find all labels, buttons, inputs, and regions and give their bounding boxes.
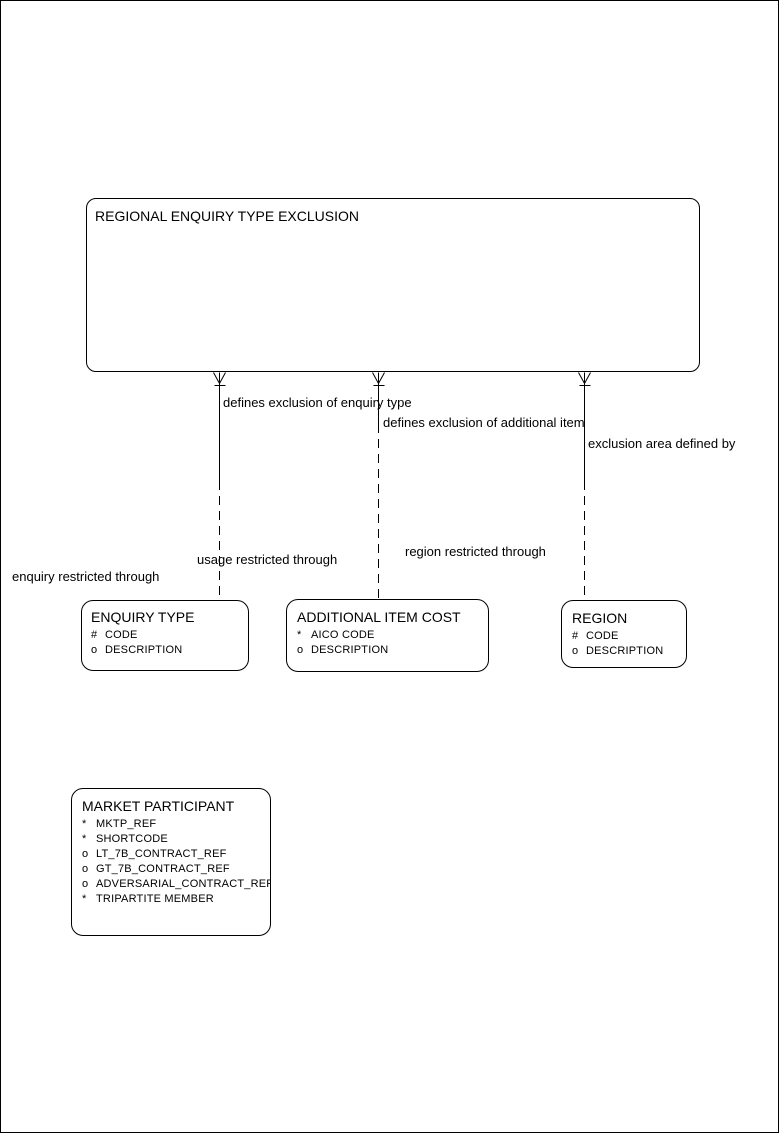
entity-title: ADDITIONAL ITEM COST (297, 609, 461, 625)
attribute-row: o ADVERSARIAL_CONTRACT_REF (82, 877, 270, 892)
attribute-optionality-mark: o (82, 878, 89, 890)
attribute-optionality-mark: o (91, 644, 98, 656)
attribute-optionality-mark: o (572, 645, 579, 657)
relationship-line-additional-item-cost (372, 372, 385, 599)
attribute-optionality-mark: # (91, 629, 98, 641)
relationship-label-near-region: exclusion area defined by (588, 436, 736, 451)
attribute-optionality-mark: * (297, 629, 302, 641)
entity-market-participant: MARKET PARTICIPANT *MKTP_REF *SHORTCODE … (71, 788, 271, 936)
entity-title: REGIONAL ENQUIRY TYPE EXCLUSION (95, 208, 360, 224)
attribute-optionality-mark: * (82, 833, 87, 845)
attribute-row: o GT_7B_CONTRACT_REF (82, 862, 270, 877)
attribute-name: TRIPARTITE MEMBER (96, 893, 214, 905)
attribute-row: * SHORTCODE (82, 832, 270, 847)
attribute-name: CODE (586, 630, 619, 642)
attribute-row: * MKTP_REF (82, 817, 270, 832)
entity-title: ENQUIRY TYPE (91, 609, 195, 625)
attribute-row: # CODE (572, 629, 682, 644)
entity-regional-enquiry-type-exclusion: REGIONAL ENQUIRY TYPE EXCLUSION (86, 198, 700, 372)
relationship-label-near-additional-item-cost: defines exclusion of additional item (383, 415, 585, 430)
attribute-optionality-mark: # (572, 630, 579, 642)
entity-enquiry-type: ENQUIRY TYPE # CODE o DESCRIPTION (81, 600, 249, 671)
attribute-name: CODE (105, 629, 138, 641)
attribute-name: LT_7B_CONTRACT_REF (96, 848, 227, 860)
relationship-line-enquiry-type (213, 372, 226, 600)
entity-additional-item-cost: ADDITIONAL ITEM COST * AICO CODE o DESCRIP… (286, 599, 489, 672)
attribute-row: o DESCRIPTION (91, 643, 244, 658)
relationship-label-far-region: region restricted through (405, 544, 546, 559)
attribute-name: DESCRIPTION (105, 644, 183, 656)
attribute-name: GT_7B_CONTRACT_REF (96, 863, 230, 875)
attribute-name: SHORTCODE (96, 833, 168, 845)
attribute-row: o LT_7B_CONTRACT_REF (82, 847, 270, 862)
entity-title: MARKET PARTICIPANT (82, 798, 235, 814)
attribute-name: DESCRIPTION (311, 644, 389, 656)
attribute-name: ADVERSARIAL_CONTRACT_REF (96, 878, 271, 890)
entity-region: REGION # CODE o DESCRIPTION (561, 600, 687, 668)
attribute-optionality-mark: * (82, 893, 87, 905)
attribute-row: # CODE (91, 628, 244, 643)
attribute-optionality-mark: o (297, 644, 304, 656)
attribute-row: o DESCRIPTION (572, 644, 682, 659)
attribute-row: * AICO CODE (297, 628, 484, 643)
relationship-label-near-enquiry-type: defines exclusion of enquiry type (223, 395, 412, 410)
entity-title: REGION (572, 610, 628, 626)
attribute-optionality-mark: o (82, 848, 89, 860)
attribute-row: * TRIPARTITE MEMBER (82, 892, 270, 907)
relationship-label-far-enquiry-type: enquiry restricted through (12, 569, 160, 584)
relationship-label-far-additional-item-cost: usage restricted through (197, 552, 338, 567)
attribute-name: AICO CODE (311, 629, 375, 641)
attribute-name: MKTP_REF (96, 818, 157, 830)
attribute-row: o DESCRIPTION (297, 643, 484, 658)
attribute-name: DESCRIPTION (586, 645, 664, 657)
attribute-optionality-mark: o (82, 863, 89, 875)
attribute-optionality-mark: * (82, 818, 87, 830)
relationship-line-region (578, 372, 591, 600)
